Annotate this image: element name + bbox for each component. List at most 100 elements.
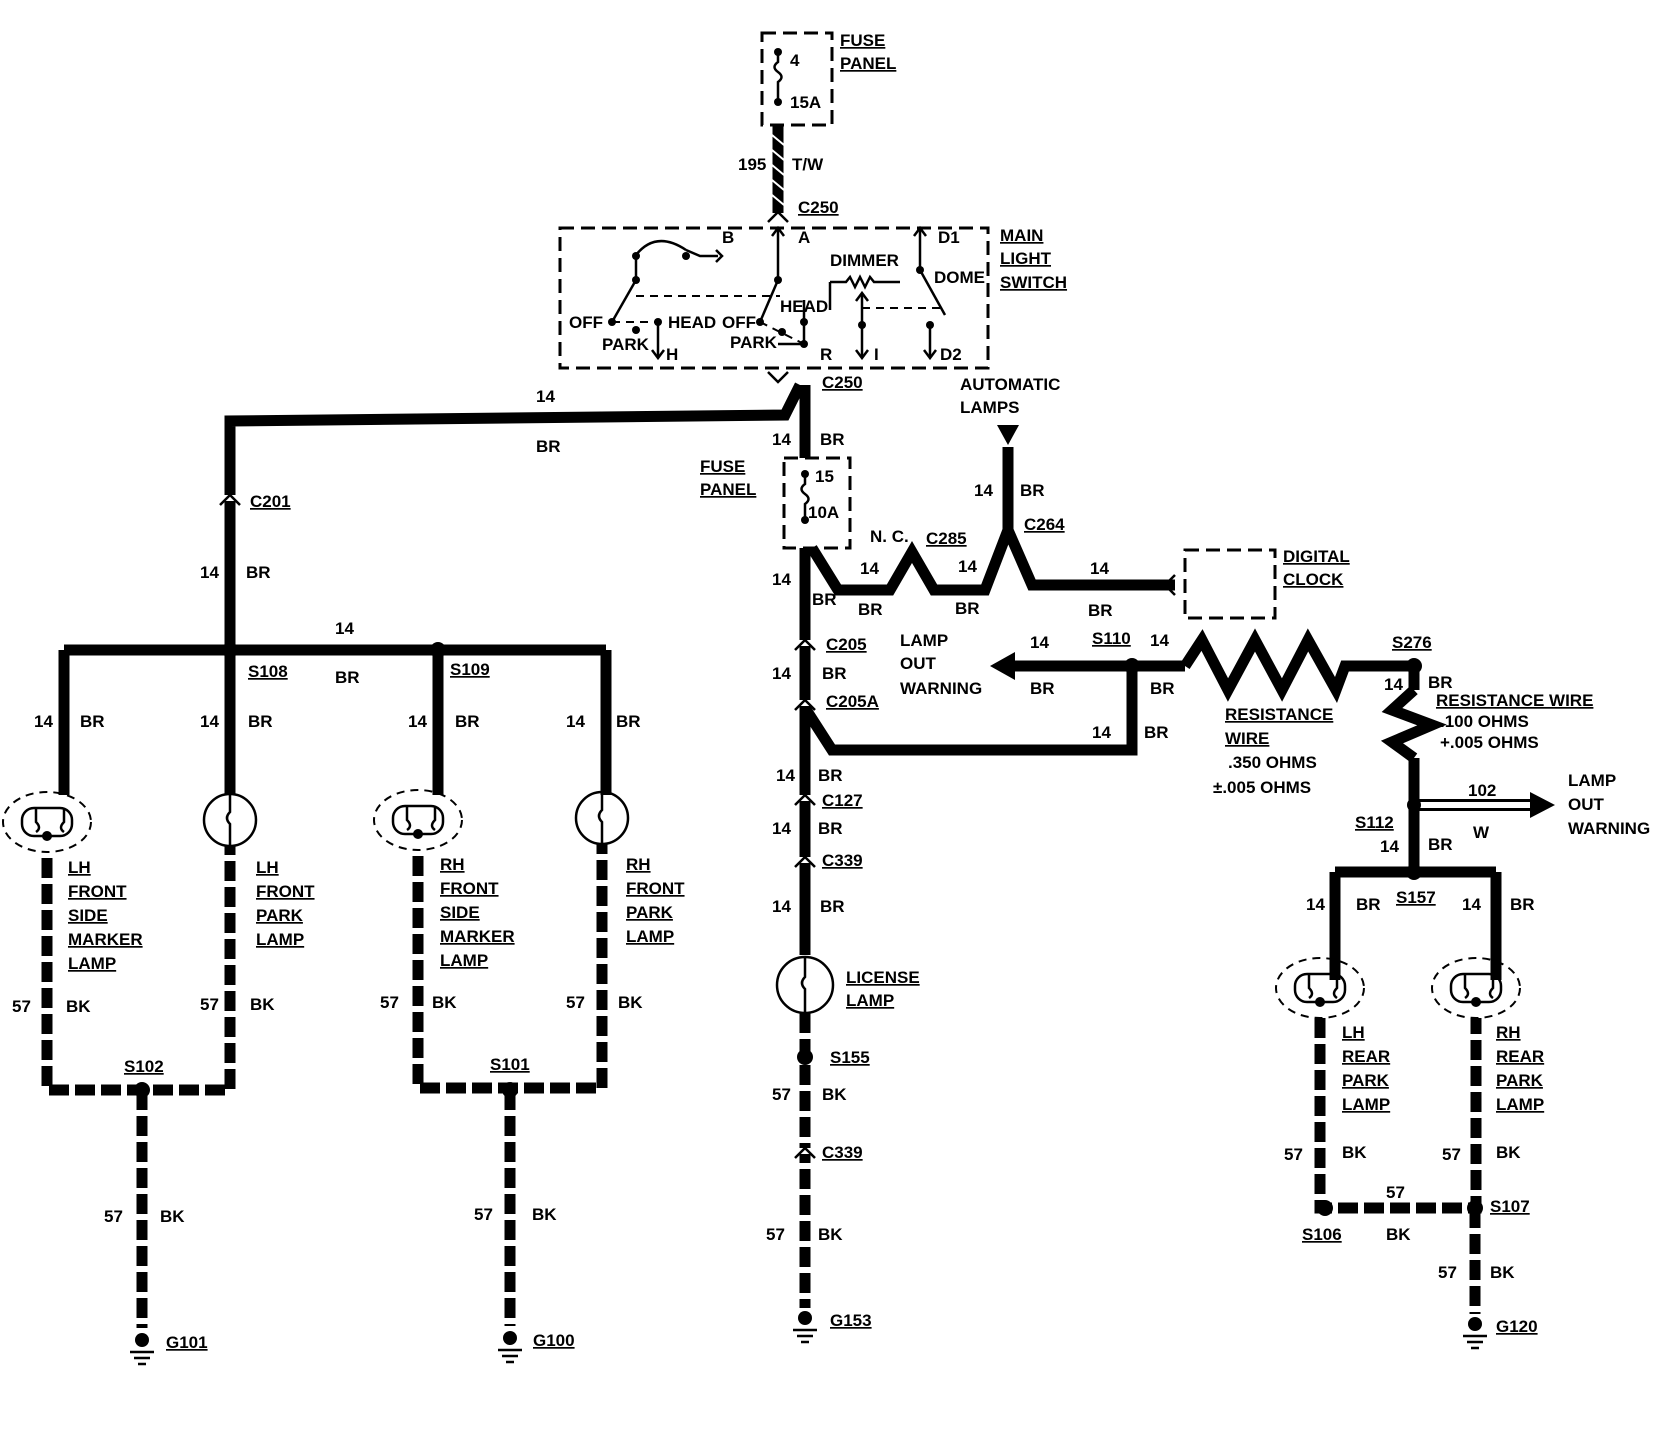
switch-term-h: H — [666, 345, 678, 364]
gauge-label: 14 — [1090, 559, 1109, 578]
color-label: BK — [66, 997, 91, 1016]
wire-195-color: T/W — [792, 155, 824, 174]
gauge-label: 14 — [1384, 675, 1403, 694]
digital-clock-label-1: DIGITAL — [1283, 547, 1350, 566]
connector-c339-upper: C339 — [822, 851, 863, 870]
ground-g120: G120 — [1463, 1317, 1538, 1350]
lamp-out-left-line-2: OUT — [900, 654, 937, 673]
fuse-panel-top-label-2: PANEL — [840, 54, 896, 73]
color-label: BR — [1428, 835, 1453, 854]
ground-g101: G101 — [130, 1333, 208, 1366]
splice-s102: S102 — [124, 1057, 164, 1076]
color-label: BR — [1020, 481, 1045, 500]
splice-s108: S108 — [248, 662, 288, 681]
rh-front-park-line-4: LAMP — [626, 927, 674, 946]
switch-dimmer: DIMMER — [830, 251, 899, 270]
color-label: BR — [1510, 895, 1535, 914]
color-label: BR — [1030, 679, 1055, 698]
connector-marks: C201 C205 C205A C127 C339 C285 C264 — [219, 492, 1065, 870]
switch-term-d2: D2 — [940, 345, 962, 364]
lamp-out-warning-left: LAMP OUT WARNING — [900, 631, 982, 698]
nc-label: N. C. — [870, 527, 909, 546]
rh-front-park-line-2: FRONT — [626, 879, 685, 898]
digital-clock: DIGITAL CLOCK — [1163, 547, 1350, 620]
splice-s106: S106 — [1302, 1225, 1342, 1244]
lh-front-side-marker-line-2: FRONT — [68, 882, 127, 901]
resistance-2-tolerance: +.005 OHMS — [1440, 733, 1539, 752]
digital-clock-label-2: CLOCK — [1283, 570, 1344, 589]
switch-label-3: SWITCH — [1000, 273, 1067, 292]
fuse-4-rating: 15A — [790, 93, 821, 112]
connector-c285: C285 — [926, 529, 967, 548]
lh-front-park-line-1: LH — [256, 858, 279, 877]
lh-front-side-marker-line-3: SIDE — [68, 906, 108, 925]
lamp-out-right-line-3: WARNING — [1568, 819, 1650, 838]
lamp-lh-front-side-marker: LH FRONT SIDE MARKER LAMP — [2, 791, 143, 973]
color-label: BR — [248, 712, 273, 731]
lh-front-side-marker-line-5: LAMP — [68, 954, 116, 973]
switch-head-2: HEAD — [780, 297, 828, 316]
gauge-label: 14 — [772, 570, 791, 589]
color-label: BR — [536, 437, 561, 456]
fuse-panel-mid-label-1: FUSE — [700, 457, 745, 476]
connector-c250-top: C250 — [798, 198, 839, 217]
gauge-label: 14 — [1092, 723, 1111, 742]
splice-s107: S107 — [1490, 1197, 1530, 1216]
color-label: BR — [812, 590, 837, 609]
lamp-out-left-line-1: LAMP — [900, 631, 948, 650]
lh-rear-park-line-2: REAR — [1342, 1047, 1390, 1066]
gauge-label: 57 — [104, 1207, 123, 1226]
color-label: BR — [818, 766, 843, 785]
gauge-label: 14 — [958, 557, 977, 576]
color-label: BK — [432, 993, 457, 1012]
color-label: BK — [250, 995, 275, 1014]
color-label: BR — [1088, 601, 1113, 620]
rh-front-side-marker-line-4: MARKER — [440, 927, 515, 946]
switch-park-1: PARK — [602, 335, 650, 354]
license-lamp-line-2: LAMP — [846, 991, 894, 1010]
resistance-1-value: .350 OHMS — [1228, 753, 1317, 772]
gauge-label: 14 — [772, 430, 791, 449]
switch-head-1: HEAD — [668, 313, 716, 332]
gauge-label: 14 — [776, 766, 795, 785]
color-label: BK — [822, 1085, 847, 1104]
connector-c205: C205 — [826, 635, 867, 654]
wire-labels: 14 BR 14 BR 14 BR 14 BR 14 BR 14 BR 14 B… — [12, 387, 1535, 1282]
gauge-label: 14 — [536, 387, 555, 406]
rh-rear-park-line-3: PARK — [1496, 1071, 1544, 1090]
connector-c339-lower-group: C339 — [794, 1143, 863, 1162]
gauge-label: 57 — [12, 997, 31, 1016]
switch-term-i: I — [874, 345, 879, 364]
splice-s110: S110 — [1092, 629, 1131, 648]
ground-g100: G100 — [498, 1331, 575, 1364]
wire-195: 195 T/W C250 — [738, 125, 839, 223]
switch-off-1: OFF — [569, 313, 603, 332]
color-label: BR — [858, 600, 883, 619]
splice-s109: S109 — [450, 660, 490, 679]
splice-s157: S157 — [1396, 888, 1436, 907]
switch-term-a: A — [798, 228, 810, 247]
connector-c250-bottom-group: C250 — [767, 371, 863, 392]
gauge-label: 14 — [1030, 633, 1049, 652]
color-label: BR — [80, 712, 105, 731]
rh-rear-park-line-2: REAR — [1496, 1047, 1544, 1066]
gauge-label: 14 — [200, 712, 219, 731]
color-label: BK — [160, 1207, 185, 1226]
fuse-15-number: 15 — [815, 467, 834, 486]
lamp-lh-rear-park: LH REAR PARK LAMP — [1275, 957, 1390, 1114]
rh-front-side-marker-line-2: FRONT — [440, 879, 499, 898]
lamp-rh-front-park: RH FRONT PARK LAMP — [574, 790, 685, 946]
gauge-label: 57 — [1386, 1183, 1405, 1202]
gauge-label: 14 — [1380, 837, 1399, 856]
resistance-1-tolerance: ±.005 OHMS — [1213, 778, 1311, 797]
resistance-2-title: RESISTANCE WIRE — [1436, 691, 1593, 710]
gauge-label: 57 — [566, 993, 585, 1012]
gauge-label: 14 — [860, 559, 879, 578]
resistance-1-line-2: WIRE — [1225, 729, 1269, 748]
color-label: BR — [455, 712, 480, 731]
gauge-label: 14 — [772, 664, 791, 683]
gauge-label: 14 — [772, 897, 791, 916]
connector-c201: C201 — [250, 492, 291, 511]
color-label: BR — [955, 599, 980, 618]
warning-wire-102: 102 W LAMP OUT WARNING — [1414, 771, 1650, 842]
